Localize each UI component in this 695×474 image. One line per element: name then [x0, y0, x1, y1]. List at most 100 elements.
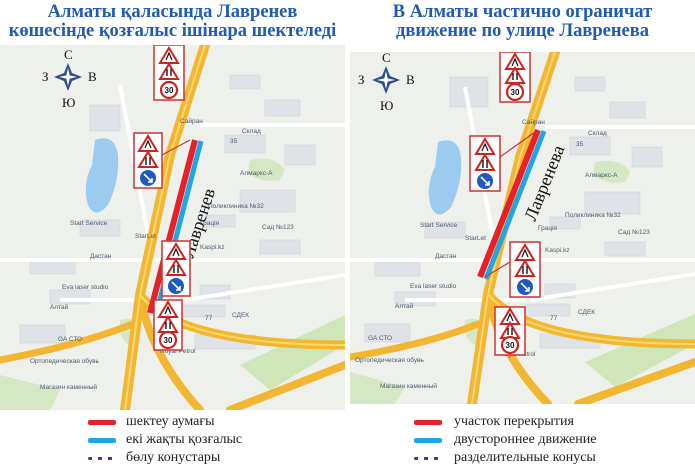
major-road-centerlines — [471, 52, 695, 404]
label-sklad: Склад — [242, 128, 261, 135]
sign-panel-top: 30 — [153, 45, 185, 101]
compass-north: С — [64, 47, 73, 62]
legend-swatch-blue — [414, 438, 442, 443]
label-sdek: СДЕК — [232, 312, 249, 319]
label-dastan: Дастан — [90, 253, 112, 260]
label-poliklinika: Поликлиника №32 — [565, 212, 621, 219]
label-sayran: Сайран — [522, 118, 545, 126]
label-ortop: Ортопедическая обувь — [355, 356, 425, 364]
compass-rose — [372, 66, 400, 94]
label-ortop: Ортопедическая обувь — [30, 357, 100, 365]
sign-panel-top: 30 — [499, 52, 531, 103]
legend-label: участок перекрытия — [454, 414, 574, 429]
speed-limit-sign-icon: 30 — [159, 80, 179, 100]
label-royal-petrol: Royal Petrol — [160, 348, 196, 355]
legend-item-closure: участок перекрытия — [350, 414, 695, 430]
two-way-sign-icon — [165, 258, 187, 276]
compass-south: Ю — [62, 95, 75, 110]
legend-swatch-dashed — [88, 457, 116, 460]
label-almarks: Алмаркс-А — [240, 170, 273, 177]
label-num-35: 35 — [230, 138, 238, 145]
label-num-77: 77 — [205, 315, 213, 322]
speed-limit-value: 30 — [165, 86, 174, 95]
label-sklad: Склад — [588, 130, 607, 137]
label-evalaser: Eva laser studio — [410, 283, 457, 290]
label-evalaser: Eva laser studio — [62, 284, 109, 291]
legend-label: бөлу конустары — [126, 450, 221, 465]
label-sad: Сад №123 — [618, 229, 650, 236]
legend-swatch-red — [414, 420, 442, 425]
compass-rose — [54, 63, 82, 91]
label-altai: Алтай — [395, 302, 414, 310]
title-line-1: В Алматы частично ограничат — [392, 2, 653, 22]
sign-panel-bottom: 30 — [153, 299, 183, 351]
two-way-traffic-line — [483, 130, 547, 280]
legend-label: шектеу аумағы — [126, 414, 215, 429]
label-almarks: Алмаркс-А — [585, 172, 618, 179]
label-ga-sto: GA СТО — [58, 336, 82, 343]
legend-swatch-dashed — [414, 457, 442, 460]
title-line-2: движение по улице Лавренева — [395, 21, 650, 41]
legend-label: двустороннее движение — [454, 432, 597, 447]
speed-limit-value: 30 — [506, 341, 515, 350]
label-ga-sto: GA СТО — [368, 335, 392, 342]
legend-item-two-way: екі жақты қозғалыс — [0, 432, 345, 448]
title-line-2: көшесінде қозғалыс ішінара шектеледі — [8, 21, 337, 41]
compass-north: С — [382, 52, 391, 65]
legend-swatch-blue — [88, 438, 116, 443]
two-way-sign-icon — [137, 150, 159, 168]
two-way-sign-icon — [474, 153, 496, 171]
right-map-panel: В Алматы частично ограничат движение по … — [350, 0, 695, 474]
label-gracia: Грація — [538, 224, 558, 232]
lake — [428, 140, 462, 215]
title-line-1: Алматы қаласында Лавренев — [47, 2, 298, 22]
map[interactable]: Лавренева С Ю З В Сайран Склад Алмаркс-А… — [350, 52, 695, 404]
compass-south: Ю — [380, 98, 393, 113]
legend-item-two-way: двустороннее движение — [350, 432, 695, 448]
label-num-77: 77 — [550, 315, 558, 322]
label-poliklinika: Поликлиника №32 — [208, 203, 264, 210]
keep-right-sign-icon — [477, 173, 493, 189]
sign-panel-bottom: 30 — [494, 306, 526, 356]
label-dastan: Дастан — [435, 253, 457, 260]
compass-west: З — [358, 72, 365, 87]
label-kaspi: Kaspi.kz — [545, 247, 570, 254]
legend-item-closure: шектеу аумағы — [0, 414, 345, 430]
sign-panel-middle — [133, 132, 163, 189]
legend-label: разделительные конусы — [454, 450, 596, 465]
callout-line — [499, 131, 536, 158]
buildings — [19, 74, 316, 350]
legend-label: екі жақты қозғалыс — [126, 432, 243, 447]
callout-line — [161, 139, 191, 156]
road-narrows-sign-icon — [158, 62, 180, 80]
label-gracia: Грація — [200, 219, 220, 227]
legend-item-cones: разделительные конусы — [350, 450, 695, 466]
parks — [0, 158, 345, 410]
closure-zone-line — [477, 128, 541, 279]
compass-west: З — [42, 69, 49, 84]
label-sad: Сад №123 — [262, 224, 294, 231]
keep-right-sign-icon — [168, 278, 184, 294]
callout-line — [149, 269, 163, 308]
label-kaspi: Kaspi.kz — [200, 244, 225, 251]
sign-panel-lower — [161, 240, 191, 297]
sign-panel-lower — [509, 241, 541, 298]
label-starlet: StarLet — [135, 233, 156, 240]
map[interactable]: Лавренев С Ю З В Сайран Склад Алмаркс-А … — [0, 45, 345, 410]
lake — [85, 138, 119, 213]
speed-limit-value: 30 — [511, 88, 520, 97]
speed-limit-sign-icon: 30 — [158, 330, 178, 350]
label-start-service: Start Service — [70, 220, 108, 227]
label-sayran: Сайран — [180, 117, 203, 125]
callout-line — [484, 261, 511, 278]
label-num-35: 35 — [576, 141, 584, 148]
two-way-sign-icon — [514, 259, 536, 277]
compass-east: В — [406, 72, 415, 87]
label-matkamen: Магазин каменный — [40, 383, 97, 391]
keep-right-sign-icon — [140, 170, 156, 186]
label-sdek: СДЕК — [578, 309, 595, 316]
speed-limit-sign-icon: 30 — [505, 82, 525, 102]
sign-panel-middle — [469, 135, 501, 192]
speed-limit-sign-icon: 30 — [500, 335, 520, 355]
keep-right-sign-icon — [517, 279, 533, 295]
